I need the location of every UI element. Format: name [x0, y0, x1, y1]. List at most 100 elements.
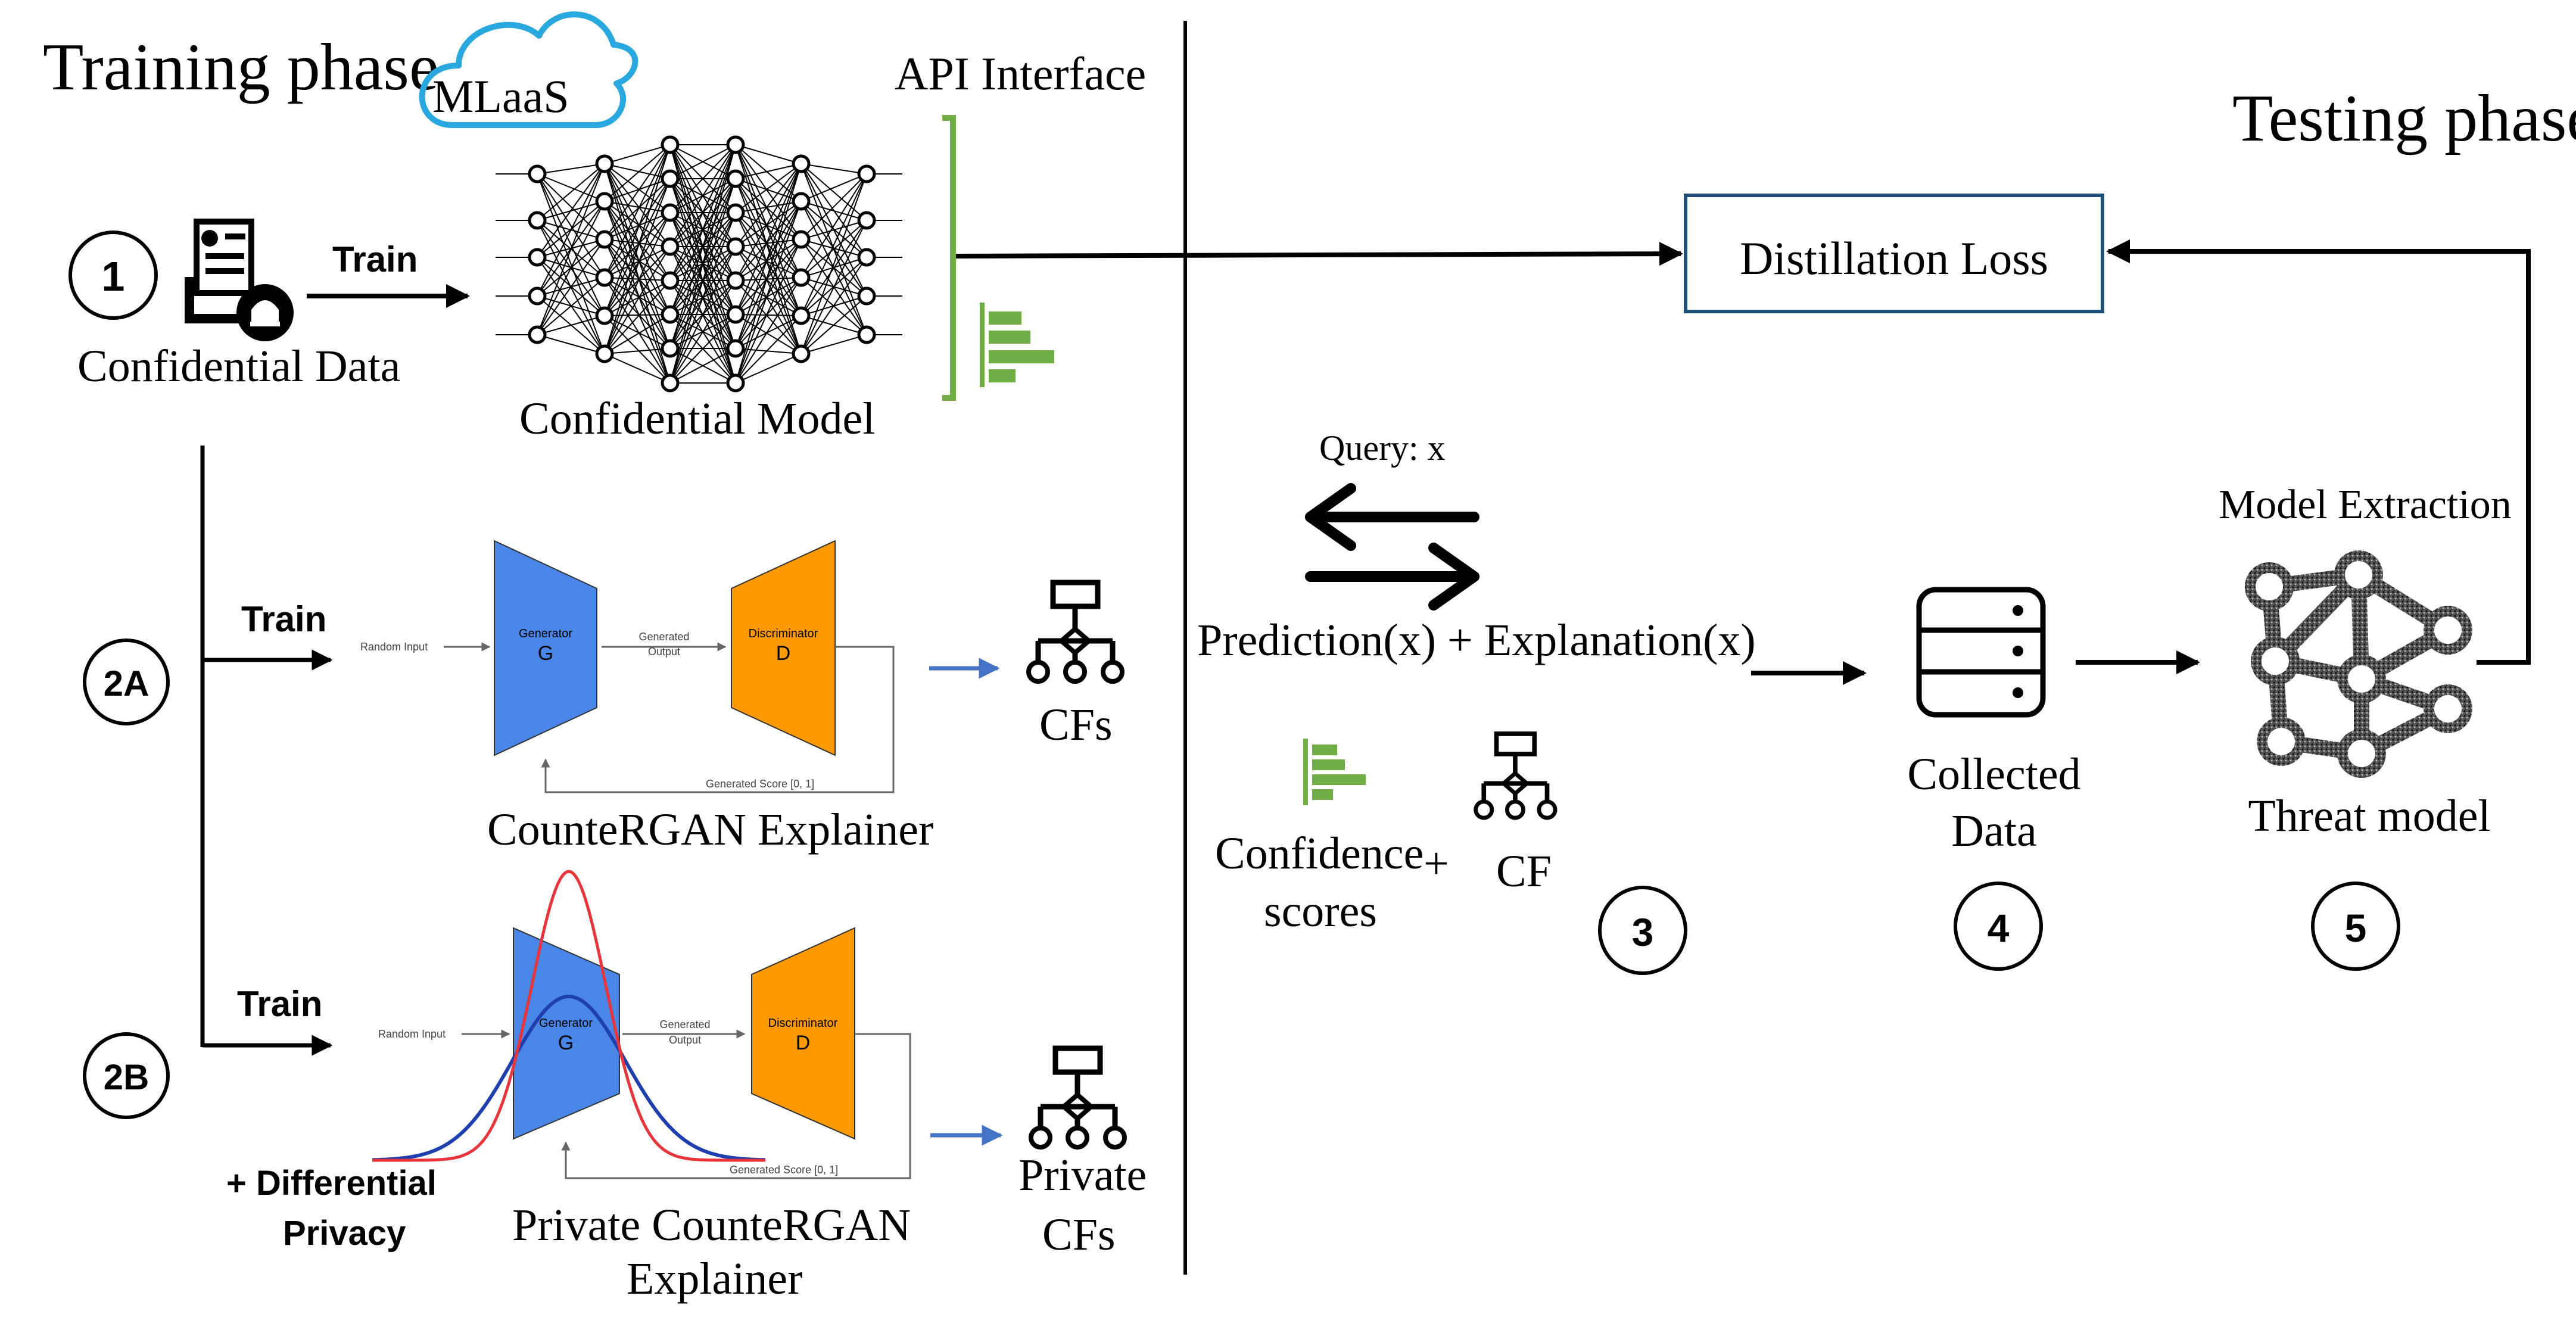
network-edge	[735, 277, 802, 315]
gan-b-discriminator-letter: D	[796, 1032, 811, 1054]
train-label-1: Train	[332, 239, 418, 279]
api-bracket	[942, 115, 956, 401]
network-edge	[604, 201, 671, 349]
network-edge	[735, 239, 802, 281]
network-edge	[800, 220, 867, 278]
step-2a-badge	[83, 639, 170, 725]
network-node	[857, 286, 876, 306]
network-edge	[735, 144, 802, 202]
network-node	[661, 169, 680, 188]
network-node	[595, 344, 614, 363]
network-edge	[604, 178, 671, 240]
gaussian-narrow-curve	[372, 870, 765, 1162]
step-5-number: 5	[2345, 906, 2367, 950]
network-edge	[604, 280, 671, 316]
network-edge	[537, 173, 605, 278]
network-edge	[800, 173, 867, 202]
network-node	[726, 373, 745, 393]
network-edge	[735, 277, 802, 349]
network-edge	[604, 239, 671, 349]
network-node	[792, 306, 811, 325]
network-edge	[604, 144, 671, 164]
network-edge	[537, 173, 605, 202]
network-edge	[800, 163, 867, 175]
collected-label-1: Collected	[1907, 749, 2080, 799]
network-edge	[604, 163, 671, 349]
network-node	[595, 268, 614, 287]
network-node	[661, 237, 680, 256]
network-edge	[537, 173, 605, 354]
network-edge	[735, 212, 802, 240]
network-edge	[604, 239, 671, 384]
network-edge	[604, 212, 671, 316]
network-edge	[604, 314, 671, 354]
network-edge	[735, 246, 802, 316]
network-edge	[604, 178, 671, 278]
gan-b-discriminator	[751, 927, 855, 1140]
network-edge	[604, 277, 671, 384]
network-edge	[800, 163, 867, 221]
network-edge	[604, 163, 671, 213]
confidential-document-icon	[185, 219, 294, 341]
network-edge	[604, 163, 671, 247]
gan-b-score: Generated Score [0, 1]	[730, 1164, 838, 1176]
network-edge	[735, 163, 802, 315]
network-node	[528, 248, 547, 267]
network-edge	[735, 277, 802, 384]
network-edge	[604, 315, 671, 384]
network-edge	[669, 144, 736, 349]
network-edge	[735, 314, 802, 354]
gan-a-generated-output-1: Generated	[638, 631, 689, 643]
cf-icon-2a	[1026, 580, 1125, 684]
network-edge	[735, 201, 802, 315]
network-edge	[669, 314, 736, 384]
network-edge	[604, 163, 671, 281]
network-edge	[800, 220, 867, 316]
network-node	[661, 203, 680, 222]
network-edge	[735, 163, 802, 247]
threat-model-network-icon	[2245, 550, 2472, 778]
distillation-loss-box	[1684, 194, 2104, 313]
network-edge	[537, 173, 605, 316]
confidential-model-network	[496, 135, 902, 393]
response-arrow-head	[1428, 543, 1479, 611]
network-edge	[604, 277, 671, 315]
network-node	[661, 373, 680, 393]
gan-b-caption-2: Explainer	[627, 1254, 802, 1304]
network-edge	[735, 144, 802, 354]
step-5-badge	[2311, 882, 2400, 971]
network-edge	[800, 173, 867, 316]
network-edge	[800, 334, 867, 354]
network-edge	[604, 178, 671, 354]
train-label-2a: Train	[241, 599, 326, 639]
cf-icon-2b	[1029, 1045, 1127, 1150]
network-edge	[604, 178, 671, 316]
gan-b-random-input: Random Input	[378, 1028, 446, 1040]
gan-b-output-label-2: CFs	[1042, 1210, 1116, 1260]
network-edge	[735, 163, 802, 179]
network-node	[726, 203, 745, 222]
gan-a-generator-letter: G	[538, 642, 553, 665]
network-node	[528, 211, 547, 230]
network-edge	[604, 246, 671, 316]
network-edge	[604, 201, 671, 213]
step-2b-number: 2B	[104, 1057, 149, 1097]
network-node	[726, 271, 745, 290]
network-edge	[604, 201, 671, 315]
gan-a-random-input: Random Input	[360, 641, 428, 653]
network-edge	[604, 144, 671, 316]
network-node	[661, 339, 680, 358]
network-node	[528, 164, 547, 183]
network-edge	[735, 163, 802, 384]
network-edge	[735, 315, 802, 384]
model-extraction-label: Model Extraction	[2219, 482, 2512, 528]
network-edge	[604, 212, 671, 354]
gan-b-caption-1: Private CounteRGAN	[512, 1200, 911, 1250]
network-edge	[604, 212, 671, 240]
network-edge	[537, 173, 605, 240]
network-edge	[735, 280, 802, 354]
network-edge	[735, 144, 802, 278]
network-edge	[735, 163, 802, 349]
network-edge	[735, 178, 802, 240]
